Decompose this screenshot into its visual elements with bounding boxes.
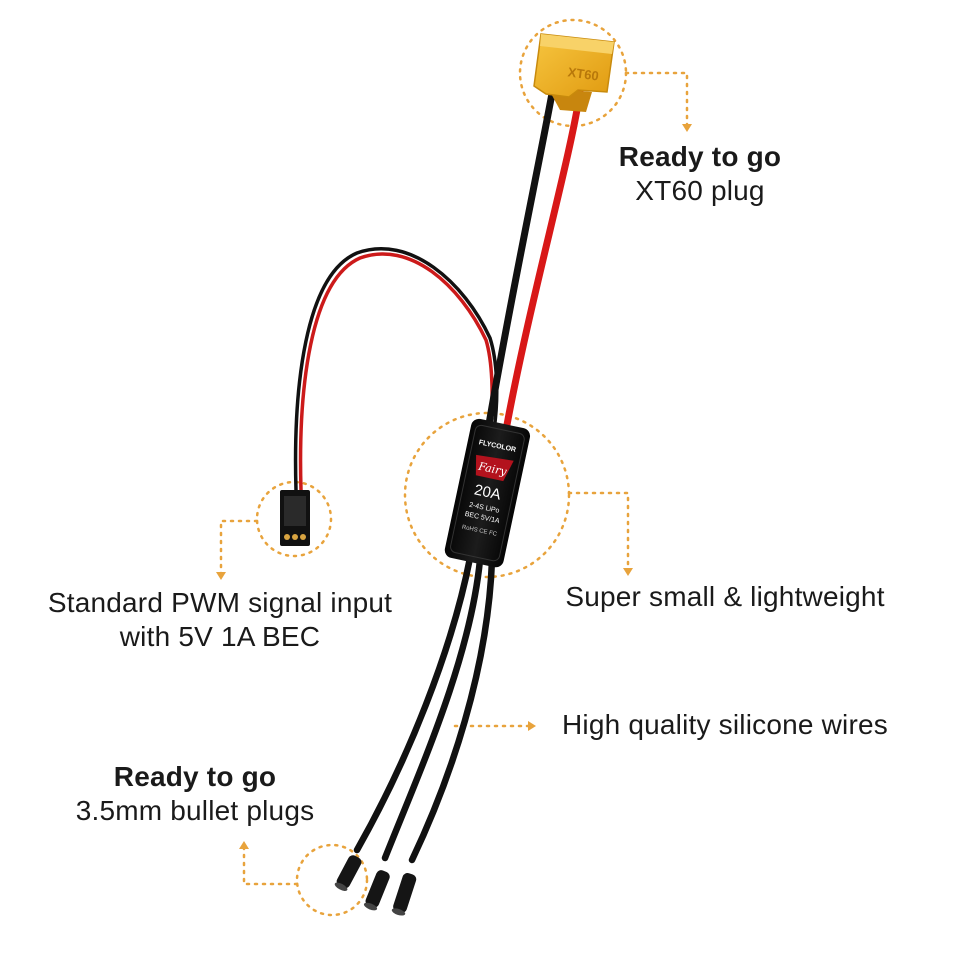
servo-lead	[293, 247, 499, 492]
bullet-callout: Ready to go 3.5mm bullet plugs	[40, 760, 350, 828]
servo-connector	[280, 490, 310, 546]
xt60-marking: XT60	[567, 64, 600, 83]
xt60-connector: XT60	[533, 33, 615, 112]
leader-arrowheads	[216, 124, 692, 849]
bullet-leader-line	[242, 843, 299, 886]
motor-wires	[353, 554, 496, 864]
size-callout-text: Super small & lightweight	[565, 581, 885, 612]
wires-callout-text: High quality silicone wires	[562, 709, 888, 740]
xt60-callout: Ready to go XT60 plug	[560, 140, 840, 208]
esc-body: FLYCOLOR Fairy 20A 2-4S LiPo BEC 5V/1A R…	[444, 418, 531, 568]
battery-wires	[484, 84, 584, 434]
bullet-plugs	[334, 855, 417, 916]
xt60-callout-text: XT60 plug	[635, 175, 765, 206]
size-leader-line	[567, 491, 630, 574]
pwm-callout: Standard PWM signal input with 5V 1A BEC	[10, 586, 430, 654]
bullet-highlight-circle	[295, 843, 369, 917]
xt60-leader-line	[624, 71, 689, 130]
esc-model: Fairy	[476, 460, 508, 479]
pwm-leader-line	[219, 519, 259, 578]
battery-red-wire	[502, 88, 584, 434]
bullet-callout-title: Ready to go	[113, 761, 277, 792]
servo-highlight-circle	[255, 480, 333, 558]
xt60-callout-title: Ready to go	[618, 141, 782, 172]
bullet-callout-text: 3.5mm bullet plugs	[75, 795, 315, 826]
size-callout: Super small & lightweight	[525, 580, 925, 614]
pwm-callout-line2: with 5V 1A BEC	[119, 621, 321, 652]
leader-lines	[219, 71, 689, 886]
wires-callout: High quality silicone wires	[530, 708, 920, 742]
battery-black-wire	[484, 84, 557, 434]
pwm-callout-line1: Standard PWM signal input	[47, 587, 393, 618]
esc-rating: 20A	[473, 481, 503, 503]
esc-highlight-circle	[403, 411, 571, 579]
